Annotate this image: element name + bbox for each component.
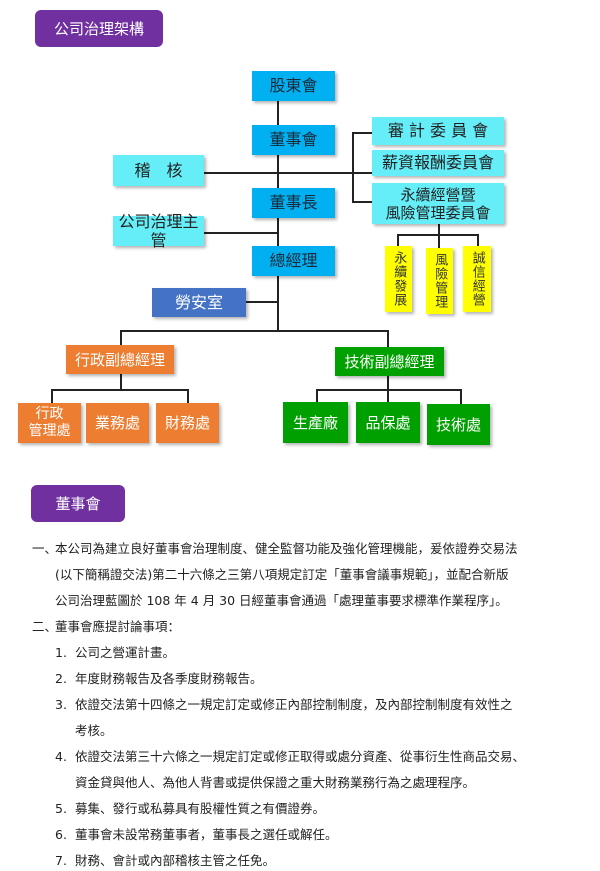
item-number: 5. [55, 801, 67, 816]
connector [352, 132, 372, 134]
org-business-dept: 業務處 [86, 403, 149, 443]
connector [187, 389, 189, 403]
item-text: 依證交法第三十六條之一規定訂定或修正取得或處分資產、從事衍生性商品交易、 [75, 749, 526, 764]
para-line: 董事會應提討論事項： [55, 619, 181, 634]
connector [120, 330, 122, 345]
org-sub-risk: 風險管理 [426, 248, 453, 314]
org-audit: 稽 核 [113, 155, 204, 186]
org-sustainability-committee: 永續經營暨 風險管理委員會 [372, 183, 504, 224]
connector [477, 234, 479, 246]
section-title-board: 董事會 [31, 485, 125, 522]
connector [246, 301, 277, 303]
connector [387, 330, 389, 347]
para-line: (以下簡稱證交法)第二十六條之三第八項規定訂定「董事會議事規範」，並配合新版 [55, 567, 509, 582]
para-line: 公司治理藍圖於 108 年 4 月 30 日經董事會通過「處理董事要求標準作業程… [55, 593, 508, 608]
item-text: 董事會未設常務董事者，董事長之選任或解任。 [75, 827, 338, 842]
org-audit-committee: 審 計 委 員 會 [372, 117, 504, 145]
connector [204, 232, 277, 234]
connector [120, 330, 387, 332]
org-president: 總經理 [252, 246, 335, 276]
org-tech-dept: 技術處 [427, 404, 490, 445]
para-marker: 一、 [32, 541, 58, 556]
org-labor-safety: 勞安室 [152, 288, 246, 317]
item-number: 3. [55, 697, 67, 712]
connector [397, 234, 477, 236]
org-tech-vp: 技術副總經理 [335, 347, 444, 376]
connector [51, 389, 53, 403]
section-title-governance: 公司治理架構 [35, 10, 163, 47]
org-remuneration-committee: 薪資報酬委員會 [372, 150, 504, 176]
org-chairman: 董事長 [252, 188, 335, 218]
org-finance-dept: 財務處 [156, 403, 219, 443]
item-number: 7. [55, 853, 67, 868]
item-number: 2. [55, 671, 67, 686]
org-cg-officer: 公司治理主管 [113, 212, 204, 250]
connector [397, 234, 399, 246]
org-qa: 品保處 [356, 402, 420, 443]
item-text: 財務、會計或內部稽核主管之任免。 [75, 853, 276, 868]
item-number: 1. [55, 645, 67, 660]
connector [438, 224, 440, 248]
org-production: 生產廠 [283, 402, 348, 443]
org-sub-integrity: 誠信經營 [463, 246, 491, 312]
connector [316, 389, 318, 402]
item-text: 募集、發行或私募具有股權性質之有價證券。 [75, 801, 326, 816]
connector [204, 172, 372, 174]
item-text: 依證交法第十四條之一規定訂定或修正內部控制制度，及內部控制制度有效性之 [75, 697, 513, 712]
org-board: 董事會 [252, 125, 335, 155]
item-text: 資金貸與他人、為他人背書或提供保證之重大財務業務行為之處理程序。 [75, 775, 476, 790]
org-admin-dept: 行政 管理處 [18, 403, 81, 443]
connector [460, 389, 462, 404]
item-text: 年度財務報告及各季度財務報告。 [75, 671, 263, 686]
connector [51, 389, 187, 391]
connector [316, 389, 460, 391]
para-line: 本公司為建立良好董事會治理制度、健全監督功能及強化管理機能，爰依證券交易法 [55, 541, 518, 556]
org-sub-sustain: 永續發展 [385, 246, 412, 312]
item-number: 6. [55, 827, 67, 842]
connector [120, 374, 122, 389]
item-text: 公司之營運計畫。 [75, 645, 176, 660]
para-marker: 二、 [32, 619, 58, 634]
connector [352, 132, 354, 201]
org-shareholders: 股東會 [252, 71, 335, 101]
item-text: 考核。 [75, 723, 113, 738]
connector [352, 201, 372, 203]
org-admin-vp: 行政副總經理 [66, 345, 174, 374]
item-number: 4. [55, 749, 67, 764]
